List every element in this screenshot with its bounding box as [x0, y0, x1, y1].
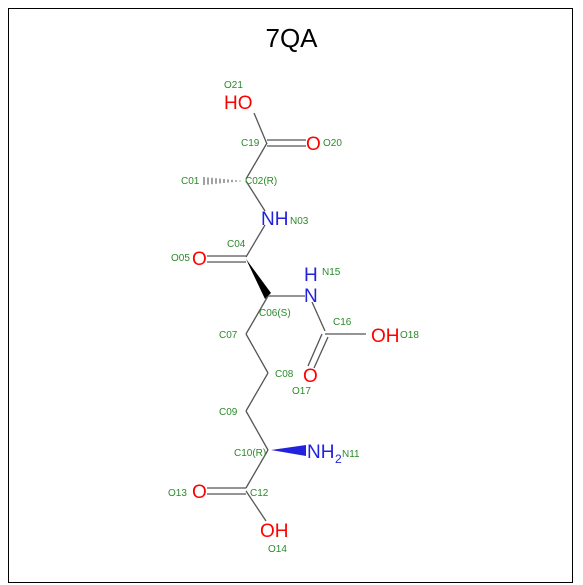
atom-n11-subscript: 2: [335, 452, 342, 466]
atom-o14-label: O14: [268, 544, 287, 555]
atom-o14-symbol: OH: [260, 521, 289, 542]
atom-o21-label: O21: [224, 80, 243, 91]
atom-n11-label: N11: [342, 449, 360, 460]
atom-c16-label: C16: [333, 317, 352, 328]
atom-o18-label: O18: [400, 330, 419, 341]
atom-o21-symbol: HO: [224, 93, 253, 114]
atom-o20-label: O20: [323, 138, 342, 149]
bond-n15-c16: [311, 301, 326, 332]
bond-c10-n11-wedge: [271, 445, 306, 456]
bond-c16-o17-second: [313, 336, 329, 369]
bond-c02-n03: [245, 180, 266, 212]
atom-o13-symbol: O: [192, 482, 207, 503]
atom-c04-label: C04: [227, 239, 246, 250]
atom-n15-h-symbol: H: [304, 265, 318, 286]
atom-o05-symbol: O: [192, 249, 207, 270]
atom-n15-symbol: N: [304, 286, 318, 307]
bond-c07-c08: [245, 333, 269, 374]
atom-o17-symbol: O: [303, 366, 318, 387]
molecule-title: 7QA: [265, 23, 318, 53]
bond-c08-c09: [245, 372, 269, 412]
molecule-structure: HO O NH O H N OH O NH 2 O OH O21 C19 O20…: [168, 80, 419, 555]
atom-c02-label: C02(R): [245, 176, 277, 187]
atom-c19-label: C19: [241, 138, 260, 149]
atom-c08-label: C08: [275, 369, 294, 380]
atom-n03-label: N03: [290, 216, 309, 227]
bond-c02-c01-hashed: [203, 177, 241, 185]
atom-o13-label: O13: [168, 488, 187, 499]
atom-o05-label: O05: [171, 253, 190, 264]
bond-c04-c06-wedge: [246, 259, 271, 299]
atom-c06-label: C06(S): [259, 308, 291, 319]
atom-o20-symbol: O: [306, 134, 321, 155]
atom-c01-label: C01: [181, 176, 200, 187]
bond-c09-c10: [245, 410, 269, 451]
bond-c16-o17: [307, 333, 323, 367]
atom-c07-label: C07: [219, 330, 238, 341]
bond-c19-o21: [253, 112, 268, 145]
atom-o18-symbol: OH: [371, 326, 400, 347]
atom-n15-label: N15: [322, 267, 341, 278]
bond-n03-c04: [245, 224, 266, 258]
atom-o17-label: O17: [292, 386, 311, 397]
bond-c19-c02: [245, 142, 268, 180]
atom-c12-label: C12: [250, 488, 269, 499]
atom-c09-label: C09: [219, 407, 238, 418]
atom-c10-label: C10(R): [234, 448, 266, 459]
diagram-frame: 7QA: [8, 8, 573, 583]
atom-n11-symbol: NH: [307, 442, 334, 463]
bond-c10-c12: [245, 449, 269, 489]
atom-n03-symbol: NH: [261, 209, 288, 230]
bond-c12-o14: [245, 490, 267, 522]
bond-c06-c07: [245, 295, 269, 335]
